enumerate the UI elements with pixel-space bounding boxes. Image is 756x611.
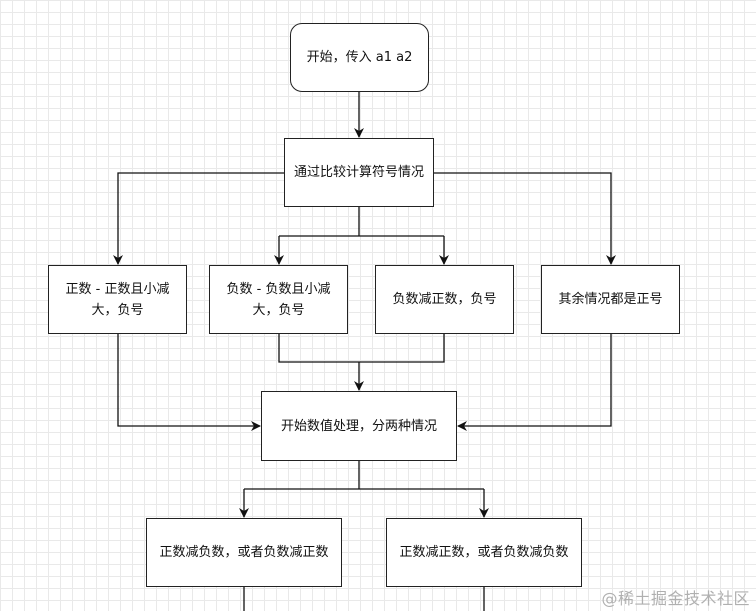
node-pos-minus-pos-label: 正数 - 正数且小减大，负号 <box>65 281 170 318</box>
node-pos-minus-pos: 正数 - 正数且小减大，负号 <box>48 265 187 334</box>
node-other: 其余情况都是正号 <box>541 265 680 334</box>
node-neg-minus-pos: 负数减正数，负号 <box>375 265 514 334</box>
edge-merge-neg-minus-pos <box>359 334 445 363</box>
watermark: @稀土掘金技术社区 <box>601 589 750 608</box>
edge-compare-to-other <box>434 172 616 265</box>
node-neg-minus-pos-label: 负数减正数，负号 <box>392 292 497 307</box>
node-other-label: 其余情况都是正号 <box>558 292 663 307</box>
edge-compare-to-pos-minus-pos <box>113 172 284 265</box>
edge-merge-neg-minus-neg <box>278 334 359 363</box>
edge-pos-minus-pos-to-process <box>117 334 261 431</box>
node-start-label: 开始，传入 a1 a2 <box>306 50 413 65</box>
node-neg-minus-neg: 负数 - 负数且小减大，负号 <box>209 265 348 334</box>
edge-other-to-process <box>457 334 612 431</box>
node-compare: 通过比较计算符号情况 <box>284 138 434 207</box>
node-compare-label: 通过比较计算符号情况 <box>293 165 424 180</box>
node-start: 开始，传入 a1 a2 <box>290 23 429 92</box>
node-process-label: 开始数值处理，分两种情况 <box>280 418 437 434</box>
node-diff-sign: 正数减负数，或者负数减正数 <box>146 518 342 587</box>
node-process: 开始数值处理，分两种情况 <box>261 391 457 461</box>
node-same-sign-label: 正数减正数，或者负数减负数 <box>399 545 569 560</box>
node-same-sign: 正数减正数，或者负数减负数 <box>386 518 582 587</box>
node-neg-minus-neg-label: 负数 - 负数且小减大，负号 <box>226 281 331 318</box>
node-diff-sign-label: 正数减负数，或者负数减正数 <box>159 545 329 560</box>
